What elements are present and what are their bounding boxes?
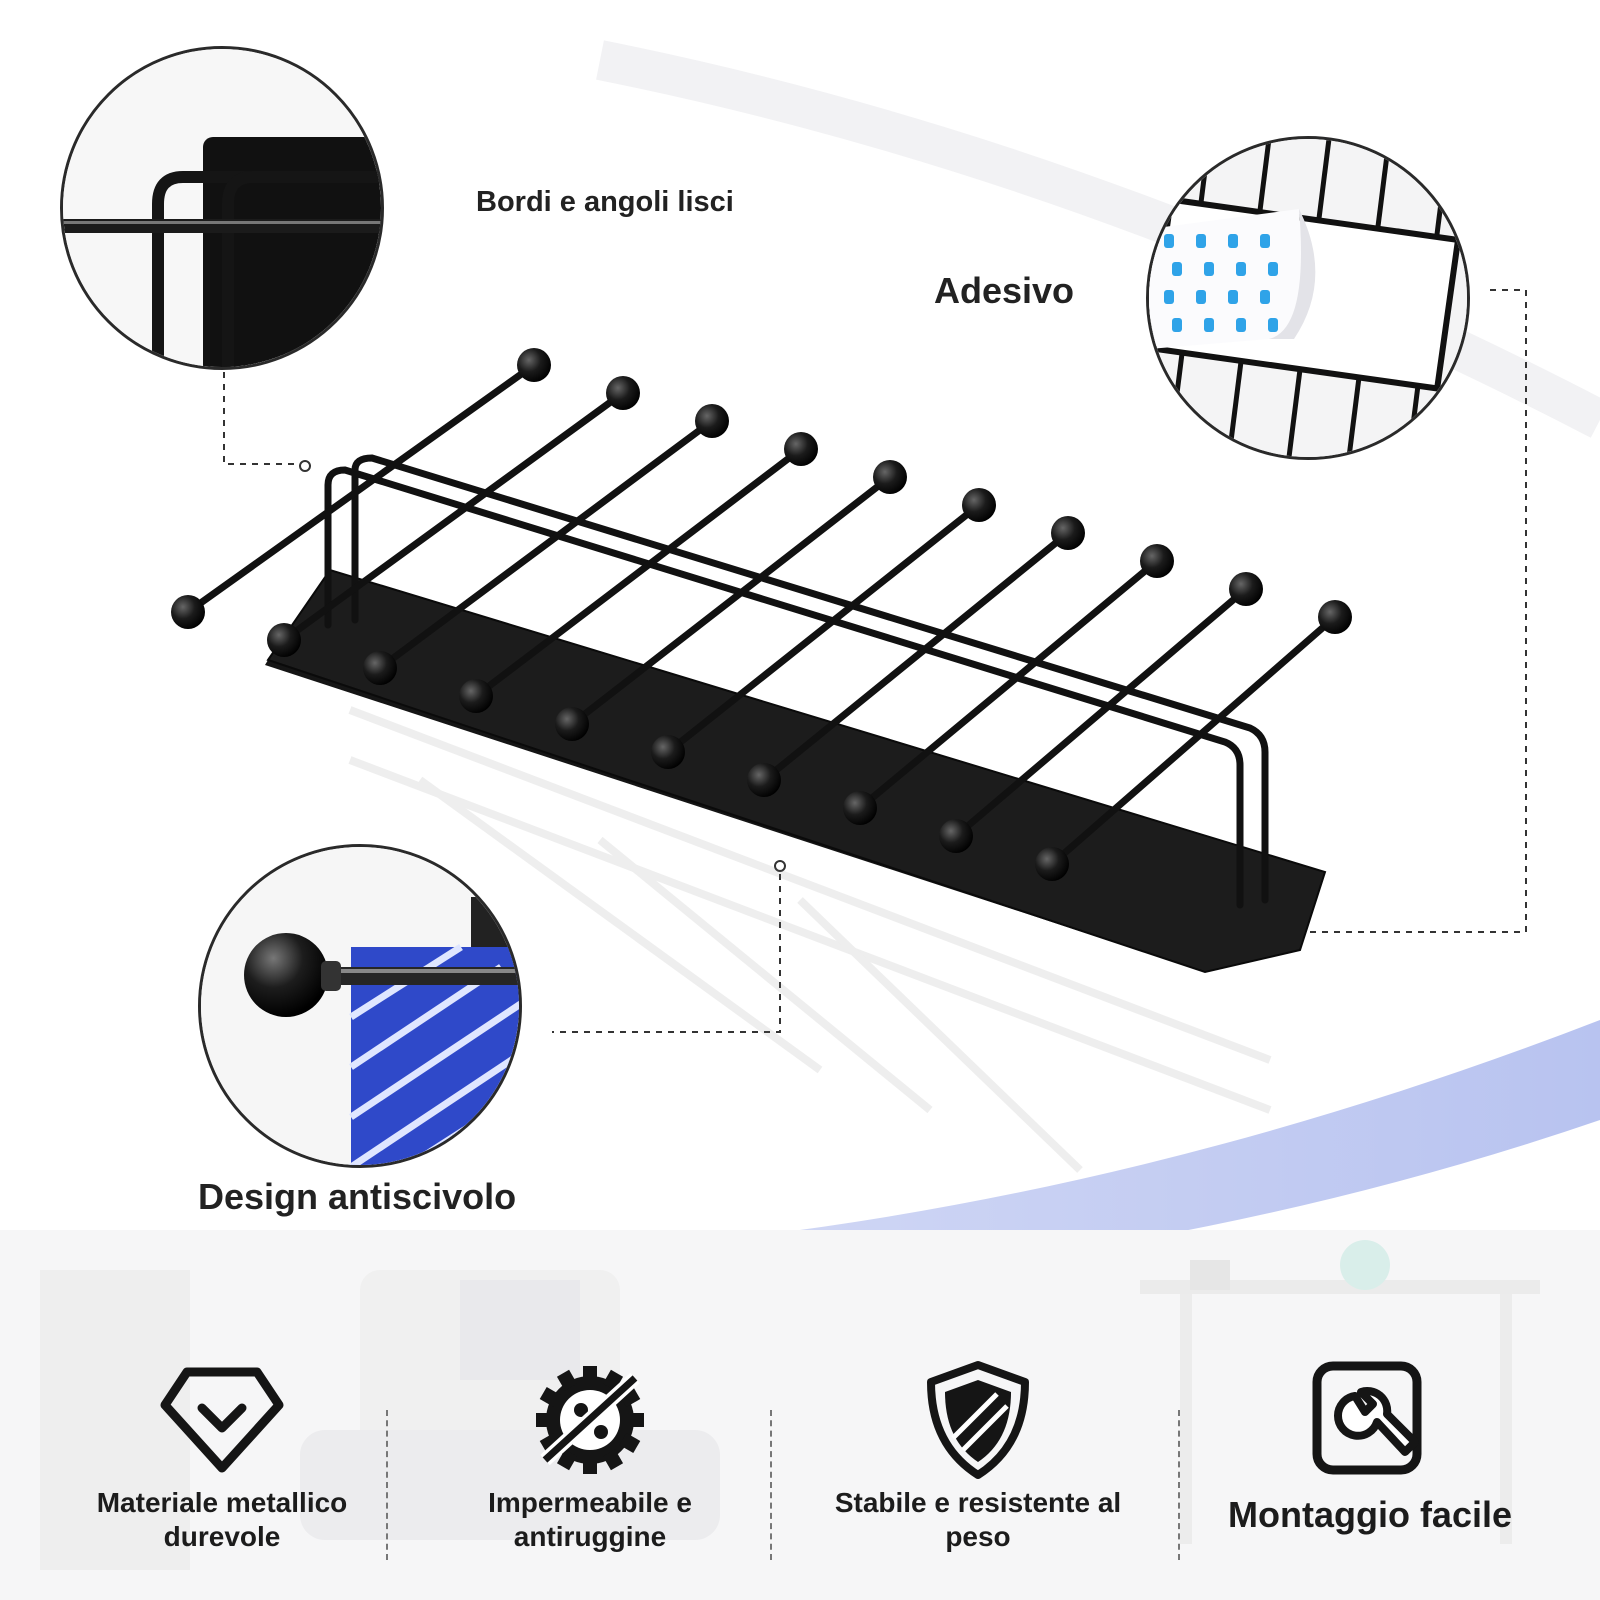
gear-tooth [619,1432,641,1454]
adhesive-dot [1196,234,1206,248]
adhesive-detail-image [1149,139,1467,457]
gear-tooth [583,1366,597,1382]
rack-arm-ball [1051,516,1085,550]
adhesive-dot [1236,318,1246,332]
rack-arm [856,557,1161,812]
adhesive-dot [1260,290,1270,304]
feature-divider [1178,1410,1180,1560]
rack-arm-ball [784,432,818,466]
feature-label: Impermeabile e antiruggine [488,1487,692,1552]
rack-arm [664,501,983,756]
adhesive-dot [1228,234,1238,248]
rack-arm-ball [747,763,781,797]
detail-circle-adhesive [1146,136,1470,460]
rack-arm [568,473,894,728]
feature-durable-metal: Materiale metallico durevole [62,1360,382,1554]
edges-label: Bordi e angoli lisci [476,186,734,218]
gear-tooth [583,1458,597,1474]
rack-arm-ball [267,623,301,657]
smooth-edges-detail-image [63,49,381,367]
rack-arm-ball [171,595,205,629]
feature-waterproof: Impermeabile e antiruggine [430,1360,750,1554]
rack-arm-ball [363,651,397,685]
detail-circle-smooth-edges [60,46,384,370]
shield-icon [927,1361,1029,1479]
diamond-check-icon [160,1367,284,1473]
rack-arm-ball [962,488,996,522]
rack-arm-ball [843,791,877,825]
rack-arm [952,585,1250,840]
waterproof-gear-icon [536,1366,644,1474]
adhesive-dot [1268,318,1278,332]
gear-tooth [602,1449,624,1471]
rack-arm-ball [651,735,685,769]
rack-arm [280,389,627,644]
rack-arm-ball [1229,572,1263,606]
adhesive-label: Adesivo [934,270,1075,311]
feature-easy-install: Montaggio facile [1200,1360,1540,1536]
gear-tooth [556,1449,578,1471]
rack-arm-ball [517,348,551,382]
rack-arm-ball [555,707,589,741]
gear-tooth [628,1413,644,1427]
feature-label: Stabile e resistente al peso [834,1487,1122,1552]
adhesive-dot [1172,318,1182,332]
feature-label: Montaggio facile [1227,1494,1512,1535]
wrench-tool-icon [1312,1361,1422,1475]
feature-stable: Stabile e resistente al peso [818,1360,1138,1554]
feature-divider [770,1410,772,1560]
adhesive-dot [1172,262,1182,276]
adhesive-dot [1268,262,1278,276]
adhesive-dot [1196,290,1206,304]
rack-arm [472,445,805,700]
rack-arm [1048,613,1339,868]
gear-tooth [539,1386,561,1408]
antislip-detail-image [201,847,519,1165]
adhesive-dot [1236,262,1246,276]
feature-divider [386,1410,388,1560]
adhesive-dot [1260,234,1270,248]
adhesive-dot [1204,262,1214,276]
adhesive-dot [1164,234,1174,248]
rack-arm-ball [459,679,493,713]
rack-arm [376,417,716,672]
rack-arm-ball [1318,600,1352,634]
rack-arm-ball [939,819,973,853]
rack-arm [184,361,538,616]
detail-circle-antislip [198,844,522,1168]
adhesive-dot [1164,290,1174,304]
adhesive-dot [1204,318,1214,332]
rack-arm-ball [1035,847,1069,881]
antislip-label: Design antiscivolo [198,1176,517,1217]
rack-arm-ball [695,404,729,438]
rack-arm-ball [606,376,640,410]
feature-label: Materiale metallico durevole [96,1487,348,1552]
rack-arm-ball [873,460,907,494]
gear-tooth [536,1413,552,1427]
rack-arm-ball [1140,544,1174,578]
gear-tooth [556,1369,578,1391]
rack-arm [760,529,1072,784]
adhesive-dot [1228,290,1238,304]
